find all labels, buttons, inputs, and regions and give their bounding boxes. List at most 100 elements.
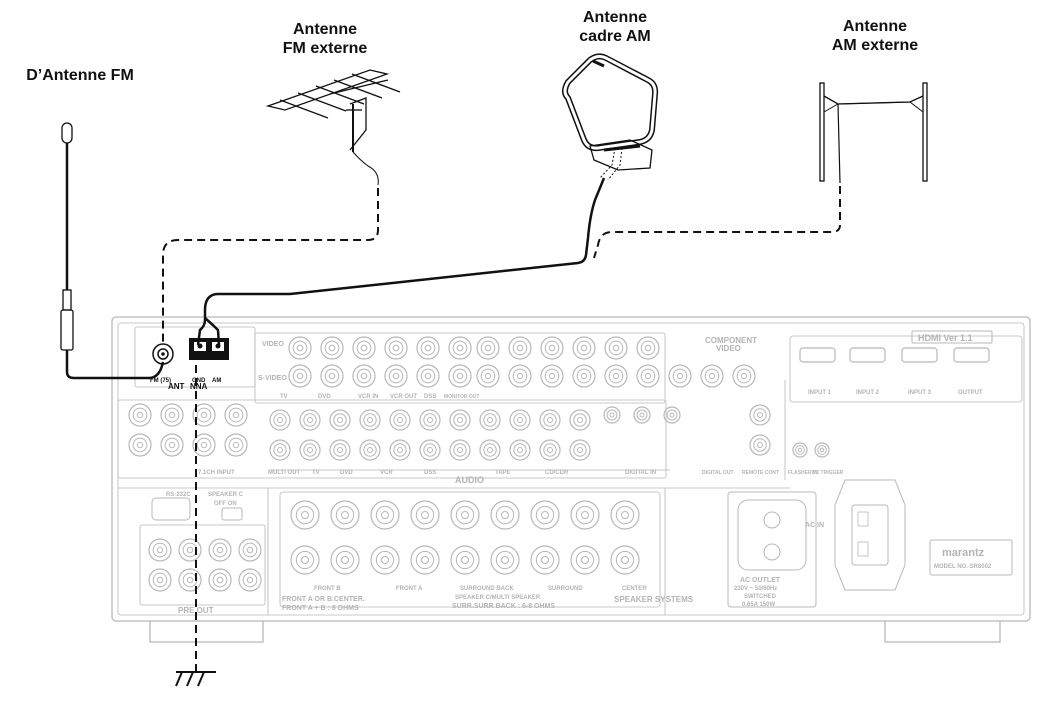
audio-label: AUDIO [455,475,484,485]
front-b-label: FRONT B [314,586,341,592]
front-a-label: FRONT A [396,586,423,592]
brand-logo: marantz [942,547,985,559]
tape-label: TAPE [495,470,511,476]
rca-jack [299,439,321,461]
panel-inner-outline [117,322,1025,616]
fm-element-cross [329,79,389,95]
hdmi-input-3-port [901,347,938,363]
rca-jack [540,364,564,388]
fm-external-cable [162,188,379,344]
rca-jack [320,364,344,388]
rs232c-port [151,497,191,521]
fm-element-2 [297,92,347,112]
rca-jack [570,545,600,575]
ch-input-label: 7.1CH INPUT [198,470,235,476]
rca-jack [238,568,262,592]
model-plate [929,539,1013,576]
rca-jack [148,538,172,562]
fm-antenna-label: D’Antenne FM [20,66,140,85]
am-pole-left [819,82,825,182]
fm-antenna-label-text: D’Antenne FM [26,67,134,84]
rca-jack [508,364,532,388]
rca-jack [410,545,440,575]
hdmi-input-2-port [849,347,886,363]
rca-jack [636,336,660,360]
rca-jack [450,545,480,575]
rca-jack [288,336,312,360]
am-loop-lead-2 [204,317,221,346]
rca-jack [633,406,651,424]
ac-inlet-pin [857,541,869,557]
rca-jack [160,433,184,457]
rca-jack [539,439,561,461]
ac-outlet-line-3: SWITCHED [744,594,777,600]
rca-jack [450,500,480,530]
rca-jack [178,538,202,562]
fm-external-label-line2: FM externe [282,40,368,57]
rca-jacks [128,336,830,592]
audio-multi-out: MULTI OUT [268,470,301,476]
external-am-antenna [819,82,928,184]
panel-outline [111,316,1031,622]
rca-jack [389,409,411,431]
surround-label: SURROUND [548,586,583,592]
audio-dvd: DVD [340,470,353,476]
rca-jack [572,364,596,388]
am-loop-antenna [562,53,659,181]
rca-jack [238,538,262,562]
rca-jack [320,336,344,360]
hdmi-title-box [911,330,993,344]
hdmi-output-port [953,347,990,363]
rca-jack [476,336,500,360]
audio-vcr: VCR [380,470,393,476]
fm-antenna-jack [152,343,174,365]
hdmi-title: HDMI Ver 1.1 [918,333,973,343]
rca-jack [416,336,440,360]
hdmi-input-2-label: INPUT 2 [856,390,880,396]
component-video-label: COMPONENT [705,336,757,345]
dc-trigger-label: DC TRIGGER [812,470,844,476]
rca-jack [539,409,561,431]
video-source-vcr-in: VCR IN [358,394,378,400]
rca-jack [814,442,830,458]
audio-section [117,399,667,479]
video-source-monitor-out: MONITOR OUT [444,394,479,400]
rca-jack [329,409,351,431]
rca-jack [540,336,564,360]
am-external-label-line1: Antenne [843,18,907,35]
ac-outlet-hole-top [763,511,781,529]
rca-jack [160,403,184,427]
rca-jack [569,409,591,431]
rca-jack [290,500,320,530]
video-source-tv: TV [280,394,288,400]
antenna-jack-labels: FM (75) ANT GND AM NNA [150,378,221,391]
rca-jack [636,364,660,388]
rca-jack [749,404,771,426]
rca-jack [419,409,441,431]
fm-external-label: Antenne FM externe [270,20,380,58]
rca-jack [269,439,291,461]
rca-jack [530,500,560,530]
rca-jack [330,545,360,575]
off-on-label: OFF ON [214,501,237,507]
hdmi-input-3-label: INPUT 3 [908,390,932,396]
ac-inlet [834,479,906,591]
rca-jack [370,545,400,575]
fm-element-4 [333,79,383,99]
rca-jack [604,336,628,360]
rca-jack [128,403,152,427]
rca-jack [663,406,681,424]
ac-outlet-hole-bottom [763,543,781,561]
am-label: AM [212,378,221,384]
fm-wire-cable [65,350,165,380]
video-section [254,332,666,404]
rca-jack [476,364,500,388]
pre-out-section [139,524,266,606]
am-loop-stand [589,139,653,171]
ac-outlet-socket [737,499,807,571]
rca-jack [384,364,408,388]
am-external-cable [593,186,841,259]
rca-jack [449,409,471,431]
rca-jack [509,439,531,461]
video-label: VIDEO [262,341,284,348]
